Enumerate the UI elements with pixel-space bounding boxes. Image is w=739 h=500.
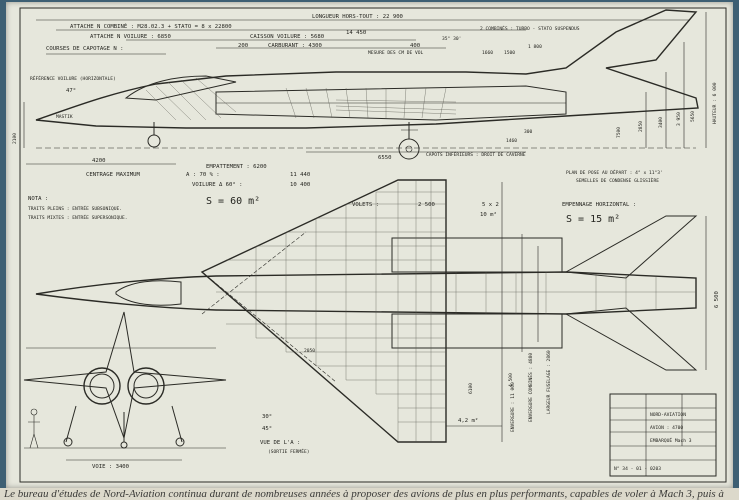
- title-block-line-3: N° 34 - 01 - 0203: [614, 466, 661, 472]
- label-6100: 6100: [468, 383, 474, 394]
- page-caption: Le bureau d'études de Nord-Aviation cont…: [0, 488, 739, 500]
- label-carburant: CARBURANT : 4300: [268, 43, 322, 49]
- label-capot-inf: CAPOTS INFÉRIEURS : DROIT DE CAVERNE: [426, 150, 526, 158]
- label-largeur-fuselage: LARGEUR FUSELAGE : 2860: [546, 350, 552, 414]
- label-1800: 1 800: [528, 44, 542, 50]
- label-attache-voilure: ATTACHE N VOILURE : 6850: [90, 34, 171, 40]
- label-empennage: EMPENNAGE HORIZONTAL :: [562, 202, 636, 208]
- label-1500: 1500: [504, 50, 515, 56]
- title-block-line-2: EMBARQUÉ Mach 3: [650, 436, 692, 444]
- label-30deg: 30°: [262, 414, 272, 420]
- label-n-val: 14 450: [346, 30, 366, 36]
- title-block: NORD-AVIATION AVION : 4700 EMBARQUÉ Mach…: [609, 393, 717, 477]
- label-h3400: 3400: [658, 117, 664, 128]
- label-ang-47: 47°: [66, 88, 76, 94]
- label-volets: VOLETS :: [352, 202, 379, 208]
- plan-view: [35, 179, 707, 443]
- label-centrage-val: 11 440: [290, 172, 310, 178]
- label-traits-mixtes: TRAITS MIXTES : ENTRÉE SUPERSONIQUE.: [28, 213, 128, 221]
- label-1460: 1460: [506, 138, 517, 144]
- label-vue: VUE DE L'A :: [260, 440, 300, 446]
- label-empattement: EMPATTEMENT : 6200: [206, 164, 267, 170]
- label-s15: S = 15 m²: [566, 214, 620, 225]
- label-300: 300: [524, 129, 533, 135]
- label-caisson-voilure: CAISSON VOILURE : 5680: [250, 34, 324, 40]
- label-6550: 6550: [378, 155, 391, 161]
- label-centrage: CENTRAGE MAXIMUM: [86, 172, 141, 178]
- label-courses: COURSES DE CAPOTAGE N :: [46, 46, 123, 52]
- title-block-line-1: AVION : 4700: [650, 425, 683, 431]
- label-nota: NOTA :: [28, 196, 48, 202]
- label-voilure-a: VOILURE Δ 60° :: [192, 182, 243, 188]
- label-10m2: 10 m²: [480, 211, 497, 218]
- label-hauteur: HAUTEUR : 6 000: [712, 82, 718, 124]
- label-voilure-val: 10 400: [290, 182, 310, 188]
- label-h7500: 7500: [616, 127, 622, 138]
- drawing-frame: [19, 7, 727, 483]
- label-1660: 1660: [482, 50, 493, 56]
- label-mastik: MASTIK: [56, 114, 73, 120]
- side-fuselage: [35, 9, 699, 129]
- label-ref-voilure: RÉFÉRENCE VOILURE (HORIZONTALE): [30, 74, 116, 82]
- label-400: 400: [410, 43, 420, 49]
- front-wing: [23, 311, 227, 440]
- label-h5650: 5650: [690, 111, 696, 122]
- label-plan-pose: PLAN DE POSE AU DÉPART : 4° x 11°3': [566, 168, 663, 176]
- plan-fuselage: [35, 271, 697, 315]
- label-envergure: ENVERGURE : 11 000: [510, 382, 516, 432]
- label-longueur: LONGUEUR HORS-TOUT : 22 900: [312, 14, 403, 20]
- label-4200: 4200: [92, 158, 105, 164]
- label-2500: 2 500: [418, 202, 435, 208]
- label-h2850: 2850: [638, 121, 644, 132]
- label-semelles: SEMELLES DE CONDENSE GLISSIÈRE: [576, 176, 659, 184]
- label-h3950: 3 950: [676, 112, 682, 126]
- plan-delta-wing: [200, 179, 447, 443]
- label-45deg: 45°: [262, 426, 272, 432]
- label-mesure: MESURE DES CM DE VOL: [368, 50, 424, 56]
- label-200: 200: [238, 43, 248, 49]
- side-view: [23, 9, 707, 165]
- label-5x2: 5 x 2: [482, 202, 499, 208]
- label-combines: 2 COMBINÉS : TURBO - STATO SUSPENDUS: [480, 24, 580, 32]
- plan-horizontal-tail: [564, 215, 698, 279]
- label-centrage-a: A : 70 % :: [186, 172, 220, 178]
- label-traits-pleins: TRAITS PLEINS : ENTRÉE SUBSONIQUE.: [28, 204, 122, 212]
- label-sortie: (SORTIE FERMÉE): [268, 447, 310, 455]
- label-4500: 4 500: [508, 373, 514, 387]
- label-attache-combine: ATTACHE N COMBINÉ : M28.02.3 + STATO = 8…: [70, 22, 232, 30]
- title-block-line-0: NORD-AVIATION: [650, 412, 686, 418]
- label-voie: VOIE : 3400: [92, 464, 129, 470]
- label-2100: 2100: [12, 133, 18, 144]
- label-6500: 6 500: [714, 291, 720, 308]
- label-4-2m2: 4,2 m²: [458, 417, 478, 424]
- blueprint-sheet: NORD-AVIATION AVION : 4700 EMBARQUÉ Mach…: [6, 2, 733, 488]
- label-surface: S = 60 m²: [206, 196, 260, 207]
- label-envergure-combines: ENVERGURE COMBINÉS : 4880: [526, 353, 534, 422]
- blueprint-drawing: NORD-AVIATION AVION : 4700 EMBARQUÉ Mach…: [12, 7, 727, 483]
- label-ang-35: 35° 30': [442, 36, 461, 42]
- label-2050: 2050: [304, 348, 315, 354]
- front-view: [23, 311, 227, 461]
